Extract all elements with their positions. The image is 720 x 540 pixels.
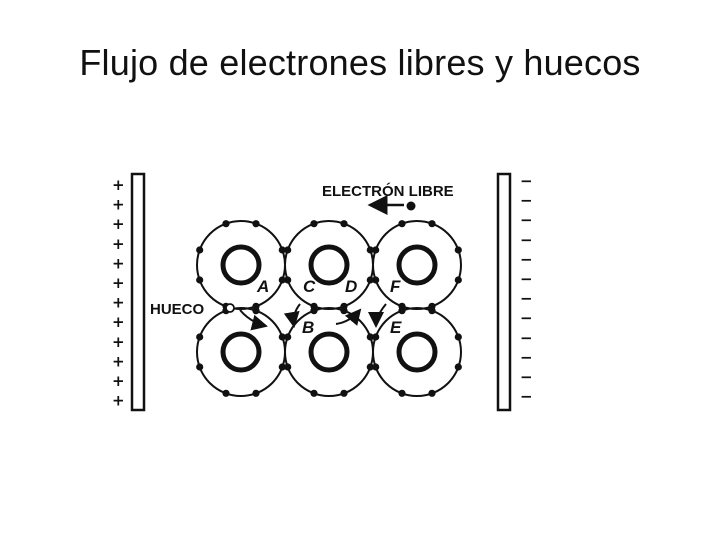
electron-path-arrow-e [368,303,387,328]
negative-sign: − [520,290,533,308]
negative-sign: − [520,192,533,210]
bound-electron [284,276,292,284]
atom-label-f: F [390,277,401,296]
bound-electron [284,333,292,341]
bound-electron [428,307,436,315]
bound-electron [196,333,204,341]
atom-core [396,331,438,373]
bound-electron [366,276,374,284]
atom-orbit [372,307,462,397]
atom-label-b: B [302,318,314,337]
bound-electron [310,389,318,397]
positive-sign: + [112,254,125,272]
bound-electron [366,363,374,371]
bound-electron [196,246,204,254]
bound-electron [284,363,292,371]
negative-signs: −−−−−−−−−−−− [520,172,533,406]
atom-core [308,331,350,373]
bound-electron [310,307,318,315]
negative-sign: − [520,309,533,327]
bound-electron [252,220,260,228]
bound-electron [398,307,406,315]
bound-electron [284,246,292,254]
atom [196,307,286,397]
positive-sign: + [112,392,125,410]
negative-sign: − [520,172,533,190]
electron-path-arrow-c [283,303,301,328]
negative-sign: − [520,388,533,406]
positive-sign: + [112,176,125,194]
bound-electron [196,276,204,284]
bound-electron [398,220,406,228]
hole [225,303,235,313]
bound-electron [366,246,374,254]
negative-sign: − [520,368,533,386]
bound-electron [222,220,230,228]
bound-electron [398,389,406,397]
bound-electron [278,363,286,371]
bound-electron [372,276,380,284]
atom-core [396,244,438,286]
free-electron-label: ELECTRÓN LIBRE [322,182,454,200]
electron-path-arrow-a [239,309,268,331]
atom-core [220,244,262,286]
positive-plate [130,172,146,412]
bound-electron [310,220,318,228]
hole-label: HUECO [150,301,205,318]
atom-label-c: C [303,277,316,296]
bound-electron [372,333,380,341]
slide-title: Flujo de electrones libres y huecos [79,42,641,83]
atom [196,220,286,310]
atom-label-a: A [256,277,269,296]
positive-signs: ++++++++++++ [112,176,125,410]
negative-sign: − [520,329,533,347]
positive-sign: + [112,196,125,214]
positive-sign: + [112,372,125,390]
negative-plate [496,172,512,412]
negative-sign: − [520,250,533,268]
bound-electron [252,307,260,315]
bound-electron [340,389,348,397]
bound-electron [278,276,286,284]
negative-sign: − [520,231,533,249]
positive-sign: + [112,313,125,331]
atom-label-e: E [390,318,402,337]
bound-electron [454,246,462,254]
negative-sign: − [520,348,533,366]
bound-electron [196,363,204,371]
atom [372,220,462,310]
bound-electron [366,333,374,341]
bound-electron [340,220,348,228]
atom-core [220,331,262,373]
bound-electron [340,307,348,315]
atom-lattice [196,220,462,397]
bound-electron [454,276,462,284]
bound-electron [454,363,462,371]
positive-sign: + [112,215,125,233]
atom [284,307,374,397]
free-electron [406,201,416,211]
positive-sign: + [112,333,125,351]
bound-electron [222,389,230,397]
negative-sign: − [520,211,533,229]
bound-electron [428,220,436,228]
positive-sign: + [112,352,125,370]
bound-electron [278,246,286,254]
bound-electron [428,389,436,397]
negative-sign: − [520,270,533,288]
bound-electron [372,363,380,371]
atom [372,307,462,397]
atom-core [308,244,350,286]
positive-sign: + [112,274,125,292]
bound-electron [372,246,380,254]
atom [284,220,374,310]
positive-sign: + [112,294,125,312]
bound-electron [278,333,286,341]
positive-sign: + [112,235,125,253]
electron-path-arrow-b [335,308,362,326]
bound-electron [454,333,462,341]
bound-electron [252,389,260,397]
atom-label-d: D [345,277,357,296]
